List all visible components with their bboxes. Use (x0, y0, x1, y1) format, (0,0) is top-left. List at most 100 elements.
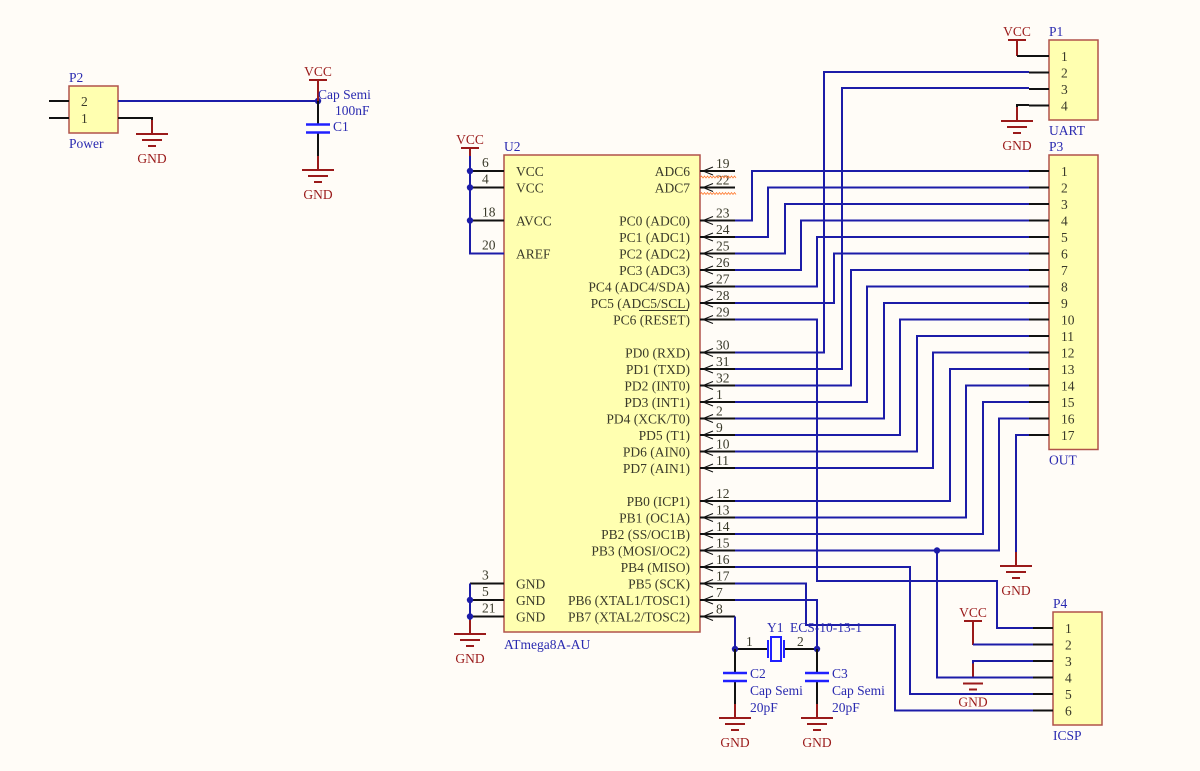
io-arrow-icon (701, 183, 714, 192)
gnd-port (454, 620, 486, 647)
u2-pin-number: 4 (482, 172, 489, 187)
junction-dot (466, 167, 474, 175)
u2-pin-number: 11 (716, 453, 729, 468)
wire (735, 170, 1029, 222)
wire (1015, 434, 1029, 552)
cap-gap (306, 123, 330, 134)
u2-pin-name: PB1 (OC1A) (619, 511, 690, 526)
wire (735, 582, 1033, 712)
u2-pin-name: PC1 (ADC1) (619, 230, 690, 245)
wire (735, 318, 1033, 629)
io-arrow-icon (701, 397, 714, 407)
p3-designator: P3 (1049, 139, 1064, 154)
gnd-wire (1016, 104, 1029, 107)
wire (735, 236, 1029, 288)
u2-pin-number: 32 (716, 371, 730, 386)
p3-pin-number: 3 (1061, 197, 1068, 212)
u2-pin-name: PD2 (INT0) (624, 379, 690, 394)
u2-pin-number: 12 (716, 486, 730, 501)
u2-pin-name: PC3 (ADC3) (619, 263, 690, 278)
p1-designator: P1 (1049, 24, 1063, 39)
u2-pin-name: ADC6 (655, 164, 691, 179)
p4-pin-number: 6 (1065, 704, 1072, 719)
y1-pin-number: 2 (797, 634, 804, 649)
vcc-label: VCC (456, 132, 484, 147)
gnd-label: GND (720, 735, 749, 750)
u2-pin-number: 21 (482, 601, 496, 616)
u2-pin-number: 28 (716, 288, 730, 303)
u2-pin-name: PB2 (SS/OC1B) (601, 527, 690, 542)
u2-comment: ATmega8A-AU (504, 637, 590, 652)
u2-pin-name: PD1 (TXD) (626, 362, 690, 377)
io-arrow-icon (701, 216, 714, 225)
u2-pin-name: PD3 (INT1) (624, 395, 690, 410)
p3-comment: OUT (1049, 453, 1077, 468)
p3-pin-number: 1 (1061, 164, 1068, 179)
wire (735, 384, 1029, 519)
u2-pin-number: 3 (482, 568, 489, 583)
u2-pin-number: 26 (716, 255, 730, 270)
c1-value: 100nF (335, 103, 370, 118)
wire (735, 285, 1029, 403)
y1-comment: ECS-10-13-1 (790, 620, 862, 635)
io-arrow-icon (701, 414, 714, 423)
p2-pin-number: 1 (81, 111, 88, 126)
u2-pin-name: PC6 (RESET) (613, 313, 690, 328)
gnd-label: GND (1001, 583, 1030, 598)
p1-body (1048, 39, 1099, 121)
vcc-label: VCC (304, 64, 332, 79)
p3-pin-number: 8 (1061, 280, 1068, 295)
io-arrow-icon (701, 315, 714, 324)
u2-pin-number: 14 (716, 519, 730, 534)
u2-pin-number: 25 (716, 239, 730, 254)
u2-pin-name: PC2 (ADC2) (619, 247, 690, 262)
u2-pin-name: PB6 (XTAL1/TOSC1) (568, 593, 690, 608)
u2-pin-name: PD0 (RXD) (625, 346, 690, 361)
io-arrow-icon (701, 612, 714, 621)
p4-pin-number: 2 (1065, 638, 1072, 653)
wire (735, 71, 1029, 354)
p1-pin-number: 1 (1061, 49, 1068, 64)
wire (735, 566, 1033, 695)
gnd-label: GND (1002, 138, 1031, 153)
cap-gap (805, 672, 829, 682)
u2-pin-number: 5 (482, 584, 489, 599)
junction-dot (466, 184, 474, 191)
crystal-body (770, 636, 782, 662)
p3-pin-number: 2 (1061, 181, 1068, 196)
c3-designator: C3 (832, 666, 848, 681)
wire (735, 599, 818, 649)
p3-pin-number: 17 (1061, 428, 1075, 443)
io-arrow-icon (701, 348, 714, 357)
wire (735, 203, 1029, 255)
io-arrow-icon (701, 513, 714, 522)
c3-comment: Cap Semi (832, 683, 885, 698)
gnd-wire (118, 117, 153, 120)
io-arrow-icon (701, 364, 714, 374)
io-arrow-icon (701, 496, 714, 506)
u2-pin-name: PC5 (ADC5/SCL) (591, 296, 690, 311)
p4-body (1052, 611, 1103, 726)
vcc-label: VCC (959, 605, 987, 620)
p3-pin-number: 11 (1061, 329, 1074, 344)
c3-value: 20pF (832, 700, 860, 715)
p1-pin-number: 4 (1061, 99, 1068, 114)
io-arrow-icon (701, 463, 714, 473)
junction-dot (466, 217, 474, 224)
gnd-port (801, 704, 833, 731)
gnd-port (1000, 552, 1032, 579)
gnd-port (1001, 107, 1033, 134)
u2-pin-name: PD6 (AIN0) (623, 445, 690, 460)
u2-body (503, 154, 701, 633)
io-arrow-icon (701, 232, 714, 242)
u2-pin-name: VCC (516, 164, 544, 179)
p3-pin-number: 10 (1061, 313, 1075, 328)
u2-pin-number: 22 (716, 173, 730, 188)
io-arrow-icon (701, 381, 714, 390)
wire (735, 252, 1029, 304)
p1-comment: UART (1049, 123, 1086, 138)
erc-warning-squiggle (699, 175, 737, 179)
p2-body (68, 85, 119, 134)
y1-designator: Y1 (767, 620, 784, 635)
